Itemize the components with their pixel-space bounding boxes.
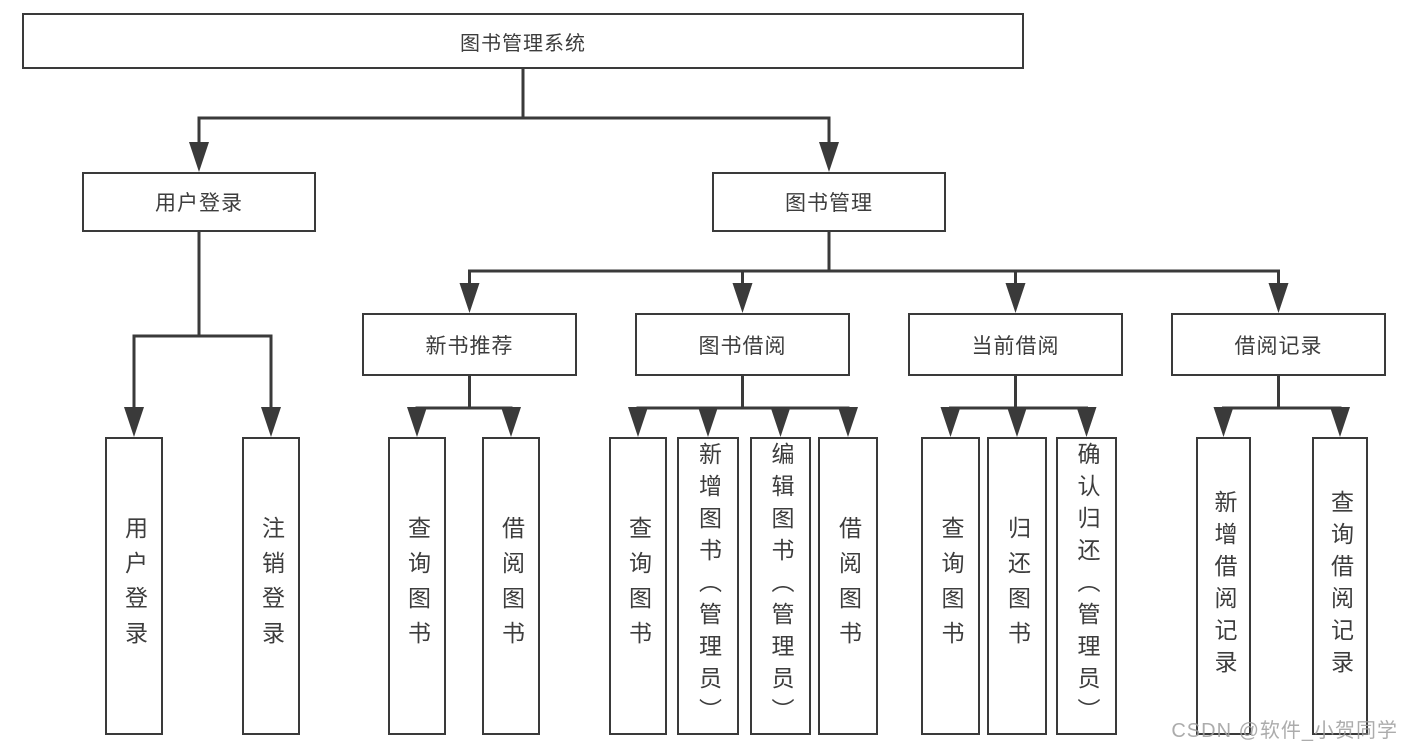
connector-current-to-leaves <box>940 376 1097 437</box>
node-book-borrow-label: 图书借阅 <box>698 334 787 358</box>
leaf-rec-borrow-books: 借阅图书 <box>482 437 540 735</box>
node-root: 图书管理系统 <box>22 13 1024 69</box>
csdn-watermark: CSDN @软件_小贺同学 <box>1171 720 1398 742</box>
leaf-current-confirm-return-admin: 确认归还（管理员） <box>1056 437 1117 735</box>
node-borrow-records-label: 借阅记录 <box>1234 334 1323 358</box>
leaf-records-query-record: 查询借阅记录 <box>1312 437 1368 735</box>
leaf-records-query-record-label: 查询借阅记录 <box>1327 490 1354 682</box>
leaf-rec-borrow-books-label: 借阅图书 <box>498 516 525 656</box>
leaf-borrow-borrow-books: 借阅图书 <box>818 437 878 735</box>
node-book-mgmt-label: 图书管理 <box>785 192 873 215</box>
leaf-borrow-edit-books-admin-label: 编辑图书（管理员） <box>768 442 794 730</box>
node-book-mgmt-branch: 图书管理 <box>712 172 946 232</box>
leaf-current-return-books: 归还图书 <box>987 437 1047 735</box>
leaf-user-login: 用户登录 <box>105 437 163 735</box>
leaf-borrow-add-books-admin-label: 新增图书（管理员） <box>695 442 722 730</box>
connector-borrow-to-leaves <box>628 376 858 437</box>
node-book-borrow: 图书借阅 <box>635 313 850 376</box>
leaf-current-return-books-label: 归还图书 <box>1004 516 1031 656</box>
node-new-book-rec: 新书推荐 <box>362 313 577 376</box>
leaf-borrow-add-books-admin: 新增图书（管理员） <box>677 437 739 735</box>
leaf-logout-label: 注销登录 <box>258 516 285 656</box>
leaf-borrow-query-books: 查询图书 <box>609 437 667 735</box>
leaf-borrow-edit-books-admin: 编辑图书（管理员） <box>750 437 811 735</box>
node-current-borrow-label: 当前借阅 <box>971 334 1060 358</box>
node-new-book-rec-label: 新书推荐 <box>425 334 514 358</box>
leaf-borrow-query-books-label: 查询图书 <box>625 516 652 656</box>
connector-mgmt-to-level3 <box>459 232 1289 313</box>
node-user-login-branch: 用户登录 <box>82 172 316 232</box>
connector-newbook-to-leaves <box>407 376 521 437</box>
leaf-records-add-record-label: 新增借阅记录 <box>1211 490 1237 682</box>
leaf-borrow-borrow-books-label: 借阅图书 <box>835 516 862 656</box>
leaf-current-query-books: 查询图书 <box>921 437 980 735</box>
leaf-current-confirm-return-admin-label: 确认归还（管理员） <box>1074 442 1100 730</box>
node-user-login-label: 用户登录 <box>155 192 243 215</box>
leaf-rec-query-books: 查询图书 <box>388 437 446 735</box>
node-borrow-records: 借阅记录 <box>1171 313 1386 376</box>
leaf-records-add-record: 新增借阅记录 <box>1196 437 1251 735</box>
connector-records-to-leaves <box>1213 376 1350 437</box>
connector-login-to-leaves <box>124 232 281 437</box>
node-root-label: 图书管理系统 <box>460 32 586 55</box>
leaf-user-login-label: 用户登录 <box>121 516 148 656</box>
leaf-rec-query-books-label: 查询图书 <box>404 516 431 656</box>
connector-root-to-level2 <box>189 69 839 172</box>
leaf-logout: 注销登录 <box>242 437 300 735</box>
node-current-borrow: 当前借阅 <box>908 313 1123 376</box>
leaf-current-query-books-label: 查询图书 <box>938 516 964 656</box>
